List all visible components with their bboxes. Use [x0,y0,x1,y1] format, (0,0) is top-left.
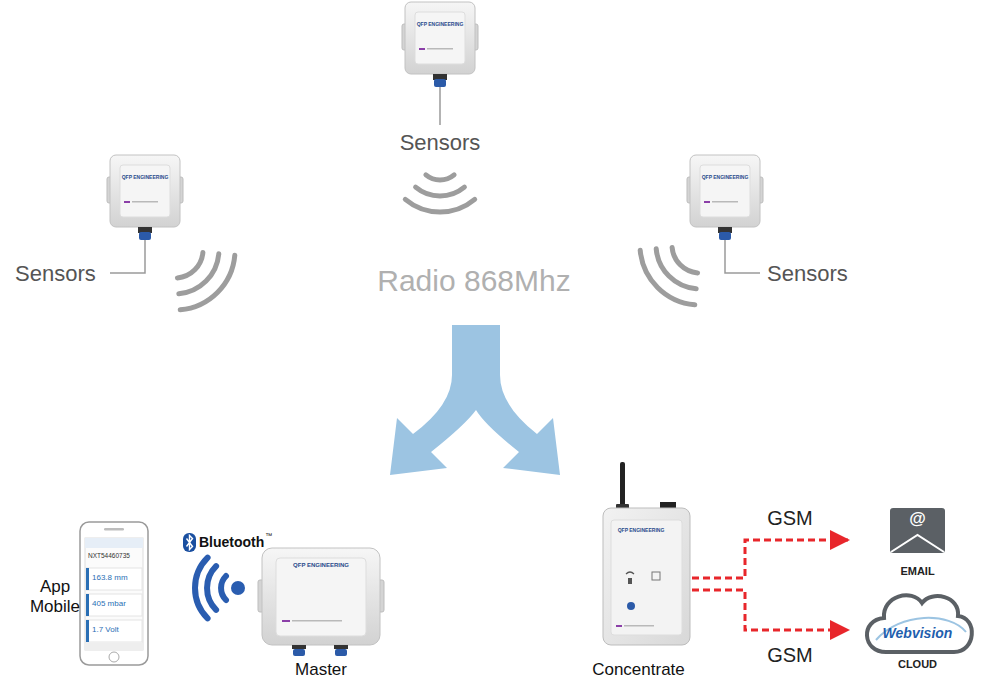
email-node: @ EMAIL [850,498,985,582]
bluetooth-logo [183,533,196,552]
sensor-label: Sensors [15,261,96,286]
gsm-connector [692,590,850,630]
phone-illustration [80,522,148,665]
email-symbol: @ [909,509,926,529]
device-logo: QFP ENGINEERING [618,528,665,534]
trademark-sign: ™ [265,532,272,540]
bluetooth-waves [195,558,226,619]
device-logo: QFP ENGINEERING [293,562,349,569]
radio-waves [640,247,697,304]
sensor-device [107,155,183,240]
edge-label: GSM [767,507,813,530]
concentrator-device [603,462,690,645]
leader-line [439,87,441,125]
leader-line [725,240,760,273]
cloud-node: WebvisionCLOUD [850,590,985,680]
bluetooth-dot [231,581,245,595]
screen-value: 405 mbar [92,599,126,608]
device-logo: QFP ENGINEERING [417,22,464,28]
gsm-connector [692,540,850,578]
cloud-logo-text: Webvision [883,625,953,641]
device-name: Concentrate [592,660,685,680]
master-device [258,548,384,656]
device-name: Master [295,660,347,680]
device-logo: QFP ENGINEERING [702,175,749,181]
sensor-label: Sensors [767,261,848,286]
radio-label: Radio 868Mhz [377,264,570,299]
icon-caption: EMAIL [900,565,934,578]
app-label: App Mobile [24,577,86,616]
screen-value: 1.7 Volt [92,625,119,634]
device-logo: QFP ENGINEERING [122,175,169,181]
leader-line [110,240,145,273]
screen-value: 163.8 mm [92,573,128,582]
radio-waves [177,252,234,309]
split-arrow [390,325,560,475]
sensor-label: Sensors [400,130,481,155]
radio-waves [405,175,474,212]
sensor-device [402,2,478,87]
edge-label: GSM [767,644,813,667]
sensor-device [687,155,763,240]
icon-caption: CLOUD [898,658,937,671]
cloud-icon [867,595,972,652]
screen-text: NXT54460735 [88,552,130,559]
email-icon [890,508,945,553]
bluetooth-label: Bluetooth [199,534,264,550]
